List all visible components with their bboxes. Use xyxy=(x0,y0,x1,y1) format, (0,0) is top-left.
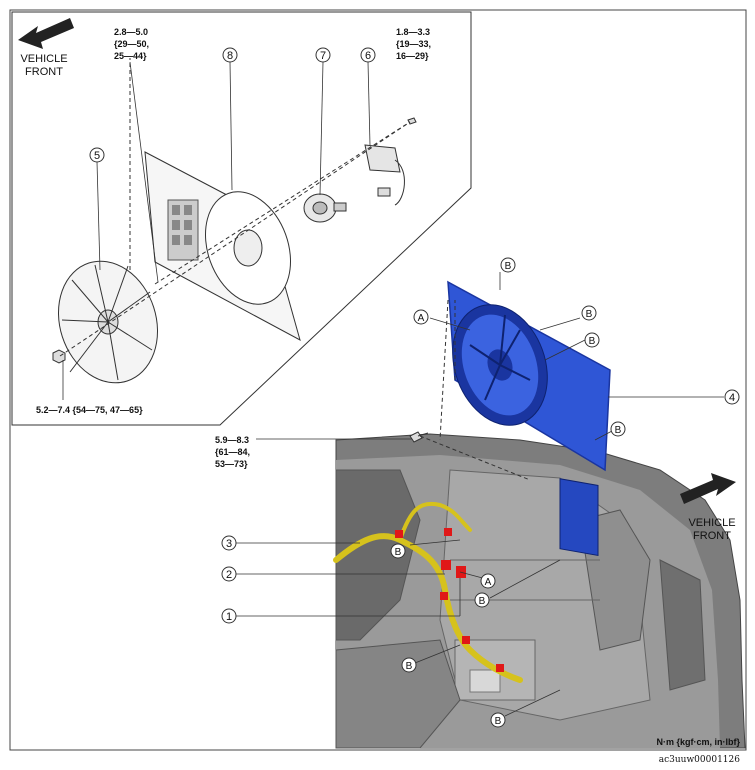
torque-spec-top-left: 2.8—5.0 {29—50, 25—44} xyxy=(114,27,149,61)
svg-text:VEHICLE: VEHICLE xyxy=(20,53,67,65)
svg-text:B: B xyxy=(586,309,593,320)
svg-text:{19—33,: {19—33, xyxy=(396,39,431,49)
bolt-icon xyxy=(409,431,429,443)
callout-letter-B: B xyxy=(474,592,490,608)
svg-text:53—73}: 53—73} xyxy=(215,459,248,469)
svg-text:A: A xyxy=(485,577,492,588)
svg-text:B: B xyxy=(615,425,622,436)
fan-nut xyxy=(52,349,66,364)
svg-text:7: 7 xyxy=(320,50,326,62)
callout-4: 4 xyxy=(724,389,740,405)
callout-letter-A: A xyxy=(480,573,496,589)
assembly-guide-lines xyxy=(59,58,531,481)
callout-letter-A: A xyxy=(413,309,429,325)
svg-text:4: 4 xyxy=(729,392,735,404)
callout-letter-B: B xyxy=(610,421,626,437)
fan-motor xyxy=(303,193,347,223)
connector-red xyxy=(440,592,448,600)
svg-text:8: 8 xyxy=(227,50,233,62)
svg-text:1: 1 xyxy=(226,611,232,623)
svg-text:16—29}: 16—29} xyxy=(396,51,429,61)
vehicle-front-arrow-right: VEHICLE FRONT xyxy=(680,473,736,542)
connector-red xyxy=(462,636,470,644)
callout-3: 3 xyxy=(221,535,237,551)
svg-text:B: B xyxy=(589,336,596,347)
engine-bay-illustration xyxy=(335,433,746,749)
fan-shroud-blue xyxy=(447,280,611,557)
fan-blade xyxy=(57,260,159,384)
svg-text:2.8—5.0: 2.8—5.0 xyxy=(114,27,148,37)
svg-text:B: B xyxy=(479,596,486,607)
outer-frame xyxy=(9,9,747,751)
svg-text:3: 3 xyxy=(226,538,232,550)
callout-7: 7 xyxy=(315,47,331,63)
svg-text:5.9—8.3: 5.9—8.3 xyxy=(215,435,249,445)
connector-red xyxy=(441,560,451,570)
svg-text:{29—50,: {29—50, xyxy=(114,39,149,49)
svg-text:A: A xyxy=(418,313,425,324)
svg-text:VEHICLE: VEHICLE xyxy=(688,517,735,529)
connector-red xyxy=(444,528,452,536)
svg-text:FRONT: FRONT xyxy=(693,530,731,542)
svg-text:B: B xyxy=(505,261,512,272)
callout-1: 1 xyxy=(221,608,237,624)
callout-letter-B: B xyxy=(401,657,417,673)
svg-text:B: B xyxy=(406,661,413,672)
svg-text:FRONT: FRONT xyxy=(25,66,63,78)
callout-letter-B: B xyxy=(500,257,516,273)
connector-red xyxy=(496,664,504,672)
svg-text:25—44}: 25—44} xyxy=(114,51,147,61)
connector-red xyxy=(395,530,403,538)
callout-2: 2 xyxy=(221,566,237,582)
callout-letter-B: B xyxy=(390,543,406,559)
callout-5: 5 xyxy=(89,147,105,163)
svg-text:5: 5 xyxy=(94,150,100,162)
torque-spec-bottom-left: 5.2—7.4 {54—75, 47—65} xyxy=(36,405,143,415)
torque-units: N·m {kgf·cm, in·lbf} xyxy=(656,737,740,747)
torque-spec-top-right: 1.8—3.3 {19—33, 16—29} xyxy=(396,27,431,61)
svg-text:{61—84,: {61—84, xyxy=(215,447,250,457)
svg-text:B: B xyxy=(395,547,402,558)
svg-text:B: B xyxy=(495,716,502,727)
svg-text:1.8—3.3: 1.8—3.3 xyxy=(396,27,430,37)
callout-letter-B: B xyxy=(581,305,597,321)
vehicle-front-arrow-top: VEHICLE FRONT xyxy=(18,18,74,78)
callout-letter-B: B xyxy=(584,332,600,348)
leader-lines xyxy=(62,61,724,717)
svg-text:6: 6 xyxy=(365,50,371,62)
fan-control-module xyxy=(364,144,405,206)
callout-letter-B: B xyxy=(490,712,506,728)
callout-6: 6 xyxy=(360,47,376,63)
fan-shroud-exploded xyxy=(144,151,301,341)
callout-8: 8 xyxy=(222,47,238,63)
svg-text:2: 2 xyxy=(226,569,232,581)
torque-spec-mid: 5.9—8.3 {61—84, 53—73} xyxy=(215,435,250,469)
image-code: ac3uuw00001126 xyxy=(659,755,741,765)
